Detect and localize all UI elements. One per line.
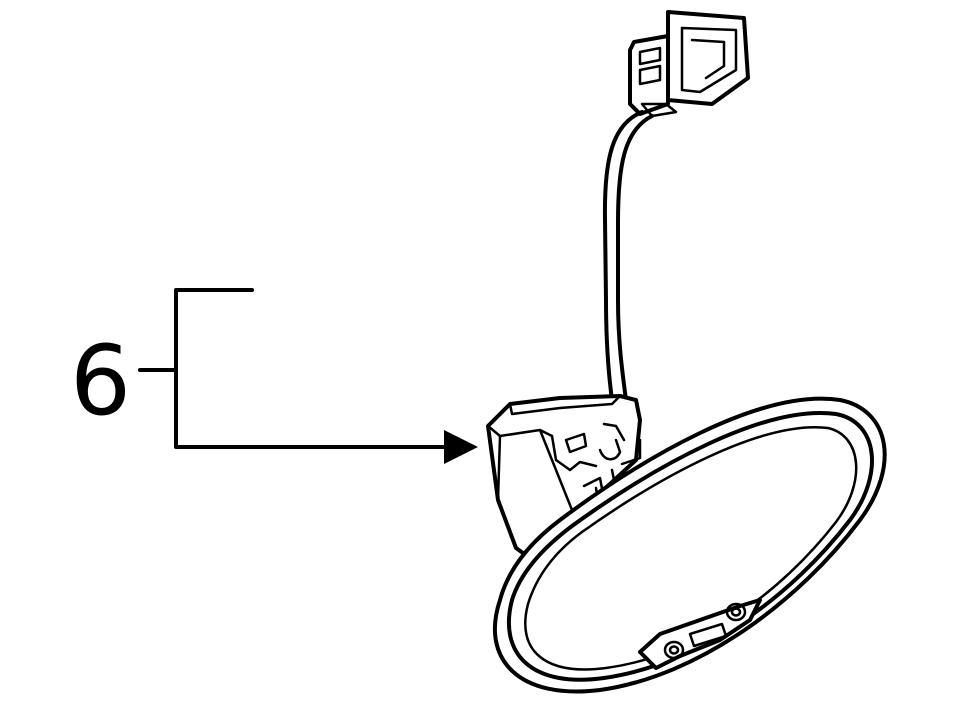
callout-leader [138, 288, 478, 464]
arrowhead [444, 430, 478, 464]
callout-number[interactable]: 6 [70, 325, 131, 437]
rearview-mirror[interactable] [493, 396, 887, 694]
sensor-left-icon[interactable] [663, 640, 685, 660]
button-rect-icon[interactable] [688, 622, 728, 648]
connector-plug[interactable] [628, 10, 750, 118]
mirror-button-panel[interactable] [638, 598, 762, 670]
wire-harness [602, 110, 654, 422]
sensor-right-icon[interactable] [725, 602, 747, 622]
